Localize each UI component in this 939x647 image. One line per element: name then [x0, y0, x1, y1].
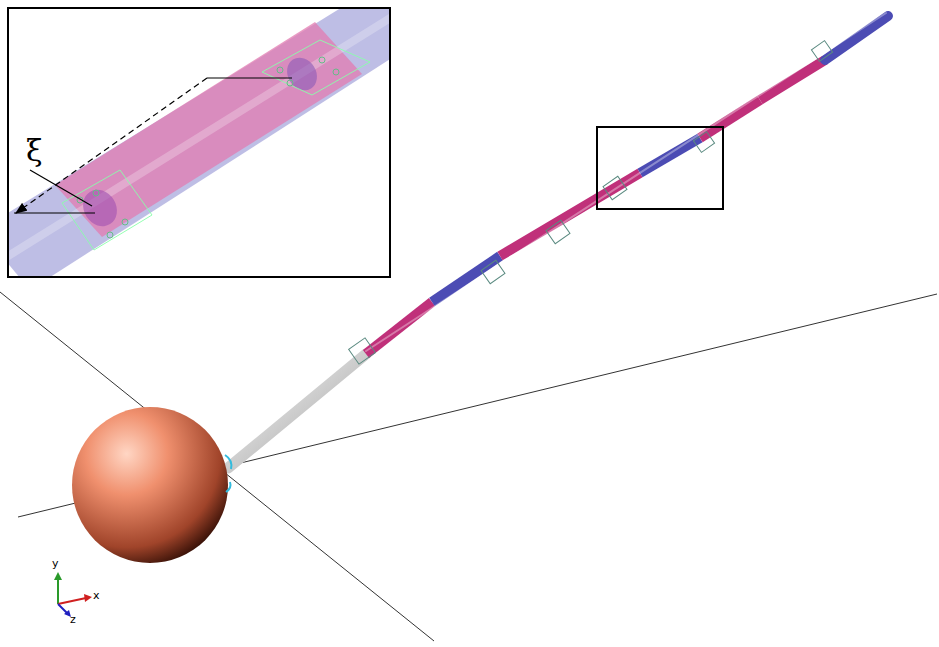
axis-lines	[0, 292, 937, 641]
axis-label: x	[93, 590, 100, 601]
axis-label: z	[70, 614, 76, 625]
sphere	[72, 407, 228, 563]
dimension-symbol: ξ	[26, 136, 43, 166]
joint-brackets	[349, 41, 833, 364]
axis-label: y	[52, 558, 59, 569]
zoom-box	[597, 127, 723, 209]
inset	[0, 0, 420, 290]
axis-triad	[54, 572, 92, 617]
